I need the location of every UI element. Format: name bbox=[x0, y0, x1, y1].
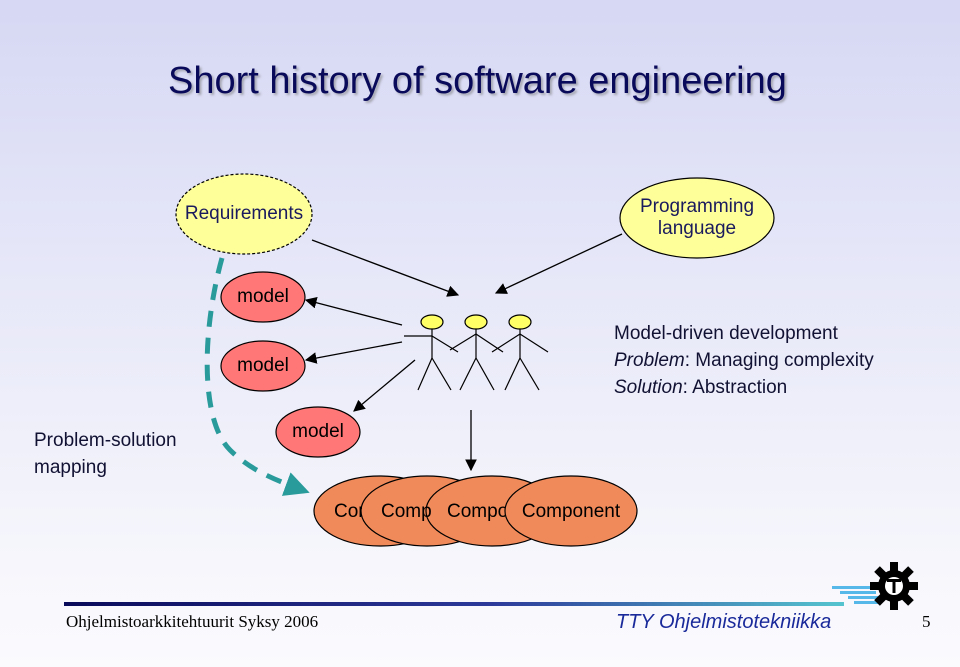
mdd-problem-line: Problem: Managing complexity bbox=[614, 347, 874, 374]
gear-logo-icon bbox=[832, 562, 918, 610]
model-label-2: model bbox=[237, 355, 289, 376]
arrow-requirements-to-people bbox=[311, 239, 460, 297]
footer-course-title: Ohjelmistoarkkitehtuurit Syksy 2006 bbox=[66, 612, 319, 631]
arrow-people-to-model-3 bbox=[353, 359, 416, 412]
component-oval-4 bbox=[504, 475, 638, 547]
person-icon bbox=[449, 314, 504, 391]
mdd-heading: Model-driven development bbox=[614, 323, 838, 344]
programming-language-label: Programming language bbox=[639, 196, 755, 239]
model-oval-2 bbox=[220, 340, 306, 392]
mdd-solution-line: Solution: Abstraction bbox=[614, 374, 874, 401]
slide-title: Short history of software engineering bbox=[168, 60, 787, 102]
person-icon bbox=[404, 314, 459, 391]
mdd-solution-label: Solution bbox=[614, 377, 683, 398]
problem-solution-label: Problem-solution mapping bbox=[34, 430, 177, 478]
model-oval-3 bbox=[275, 406, 361, 458]
component-label-1: Component bbox=[334, 501, 362, 522]
mdd-solution-text: : Abstraction bbox=[682, 377, 788, 398]
mdd-problem-text: : Managing complexity bbox=[684, 350, 874, 371]
model-label-1: model bbox=[237, 286, 289, 307]
arrow-people-to-model-1 bbox=[304, 296, 403, 326]
model-label-3: model bbox=[292, 421, 344, 442]
mdd-problem-label: Problem bbox=[614, 350, 685, 371]
programming-language-oval bbox=[619, 177, 775, 259]
requirements-oval bbox=[175, 173, 313, 255]
page-number: 5 bbox=[922, 612, 931, 631]
component-label-4: Component bbox=[521, 501, 621, 522]
component-label-2: Component bbox=[381, 501, 431, 522]
arrow-language-to-people bbox=[494, 233, 623, 294]
requirements-label: Requirements bbox=[184, 203, 304, 224]
mdd-text-block: Model-driven development Problem: Managi… bbox=[614, 320, 874, 401]
arrow-people-to-model-2 bbox=[304, 341, 403, 364]
person-icon bbox=[491, 314, 549, 391]
footer-department: TTY Ohjelmistotekniikka bbox=[616, 611, 832, 633]
component-label-3: Component bbox=[447, 501, 505, 522]
footer-divider bbox=[64, 602, 844, 606]
problem-solution-arc bbox=[204, 257, 310, 496]
